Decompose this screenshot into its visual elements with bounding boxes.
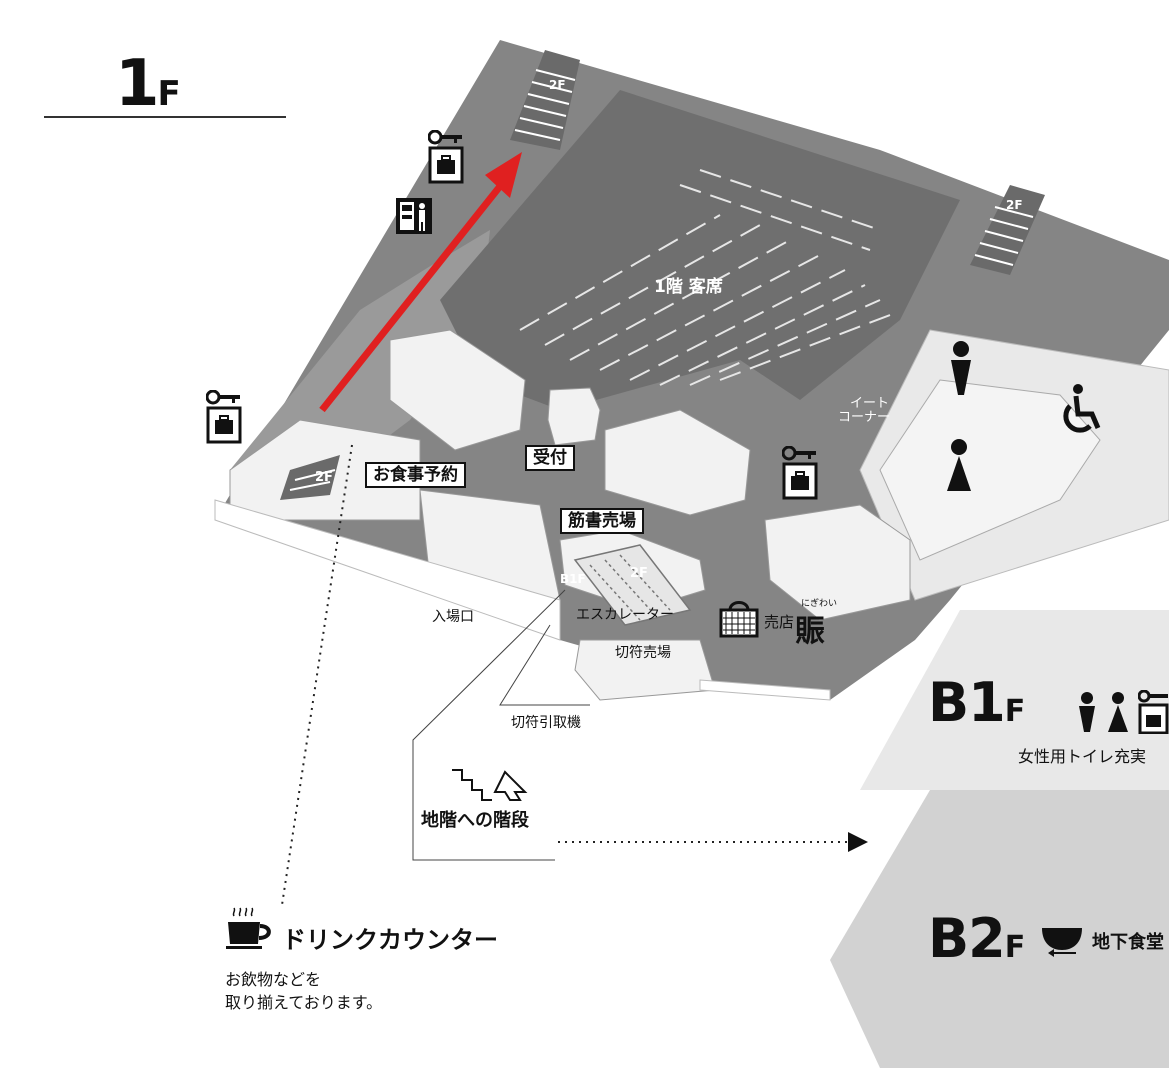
- ticket-machine-label: 切符引取機: [511, 715, 581, 731]
- key-locker-icon: [781, 445, 818, 500]
- wheelchair-icon: [1052, 382, 1108, 438]
- route-arrow: [319, 177, 508, 413]
- block-shop: [764, 504, 911, 621]
- seating-label: 1階 客席: [654, 277, 723, 297]
- b1f-description: 女性用トイレ充実: [1018, 747, 1147, 766]
- program-shop-label: 筋書売場: [560, 508, 644, 535]
- ticket-machine-leader: [499, 624, 590, 706]
- escalator-label: エスカレーター: [576, 607, 674, 623]
- shopping-bag-icon: [718, 598, 760, 638]
- coffee-cup-icon: [226, 906, 272, 950]
- block-left: [389, 329, 526, 451]
- right-wall: [699, 679, 831, 701]
- shop-name-ruby: にぎわい: [801, 599, 838, 609]
- block-reception: [547, 387, 601, 446]
- route-arrowhead: [485, 152, 522, 198]
- bowl-icon: [1040, 918, 1084, 958]
- to-2f-left-label: 2F: [315, 470, 333, 485]
- title-divider: [44, 116, 286, 118]
- stairs-2f-left: [280, 455, 340, 500]
- to-2f-top-label: 2F: [549, 78, 566, 92]
- drink-counter-leader: [281, 444, 353, 906]
- to-2f-right-label: 2F: [1006, 198, 1023, 212]
- front-wall: [214, 499, 561, 641]
- block-center: [604, 409, 751, 516]
- drink-counter-title: ドリンクカウンター: [282, 926, 498, 954]
- key-locker-icon: [427, 129, 464, 184]
- entrance-label: 入場口: [432, 609, 474, 625]
- key-locker-icon: [205, 389, 242, 444]
- drink-counter-desc-line1: お飲物などを: [225, 970, 322, 989]
- b1f-title: B1F: [928, 671, 1025, 734]
- b2f-title: B2F: [928, 907, 1025, 970]
- stairs-2f-right: [970, 185, 1045, 275]
- floor-title: 1F: [115, 47, 181, 121]
- to-2f-escalator-label: 2F: [630, 566, 648, 581]
- eat-corner-label-2: コーナー: [838, 410, 891, 425]
- seat-rows: [519, 169, 891, 386]
- basement-arrowhead: [848, 832, 868, 852]
- ticket-sales-label: 切符売場: [615, 645, 671, 661]
- eat-corner-label-1: イート: [850, 396, 890, 411]
- key-locker-icon: [1137, 689, 1169, 735]
- stairs-2f-top: [510, 50, 580, 150]
- escalator: [573, 544, 692, 626]
- seating-area: [440, 90, 960, 410]
- stairs-leader: [412, 589, 566, 861]
- b1-floor-plate: [860, 610, 1169, 790]
- restroom-inner: [879, 379, 1101, 561]
- b2f-description: 地下食堂: [1092, 932, 1164, 953]
- shop-label: 売店: [764, 613, 795, 631]
- female-restroom-icon: [1107, 692, 1129, 732]
- vending-machine-icon: [395, 197, 433, 235]
- block-ticket: [574, 639, 716, 701]
- stairs-down-icon: [452, 769, 528, 801]
- meal-reservation-label: お食事予約: [365, 462, 466, 489]
- shop-name: 賑: [795, 614, 825, 649]
- male-restroom-icon: [948, 340, 974, 396]
- female-restroom-icon: [946, 438, 972, 492]
- male-restroom-icon: [1077, 692, 1097, 732]
- drink-counter-description: お飲物などを 取り揃えております。: [225, 968, 382, 1014]
- to-b1f-label: B1F: [560, 572, 586, 586]
- drink-counter-desc-line2: 取り揃えております。: [225, 993, 383, 1013]
- reception-label: 受付: [525, 445, 575, 472]
- b2-floor-plate: [830, 790, 1169, 1068]
- stairs-to-basement-label: 地階への階段: [421, 810, 529, 831]
